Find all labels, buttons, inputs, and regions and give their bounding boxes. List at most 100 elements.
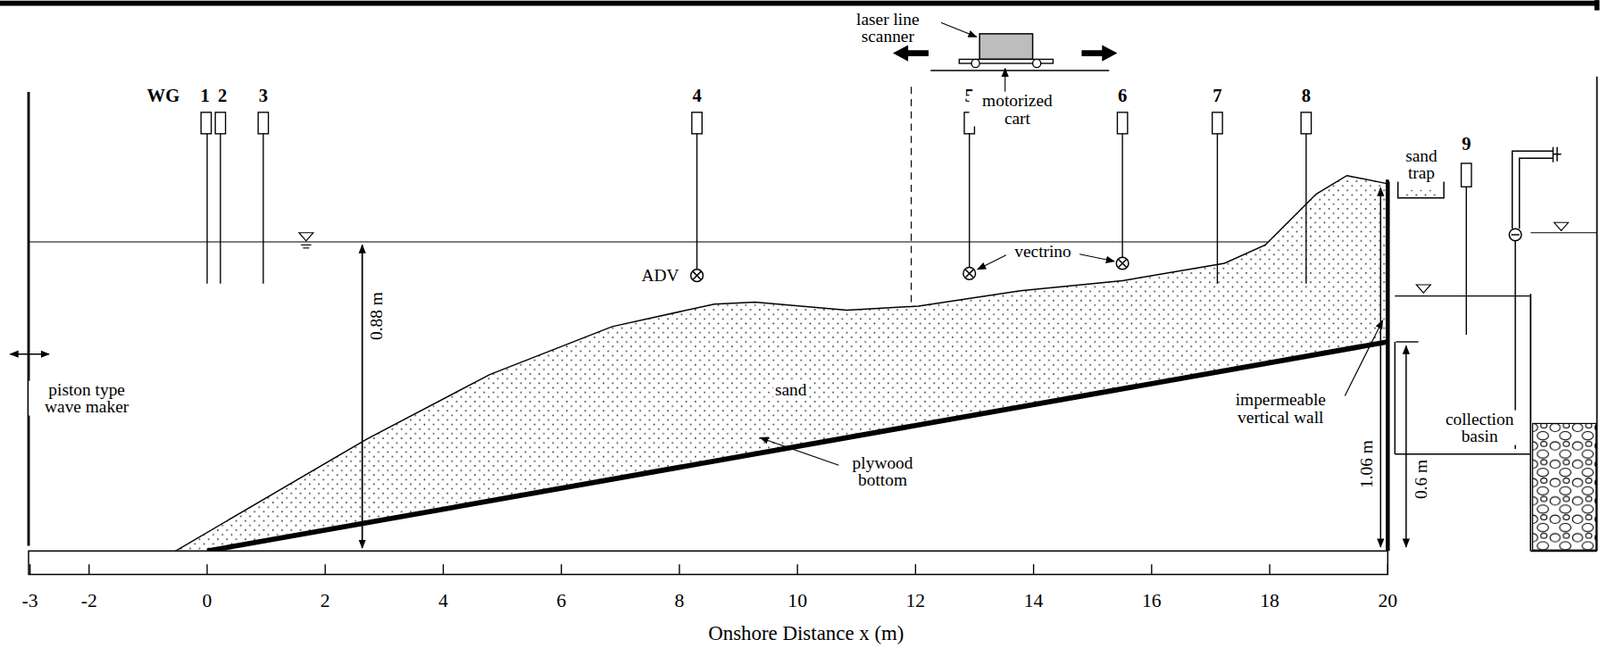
callout-number: 8: [1300, 86, 1313, 106]
dimension-label: 0.6 m: [1412, 458, 1430, 501]
gauge-rod: [968, 133, 970, 268]
axis-tick-label: 4: [436, 591, 450, 612]
callout-label: sand trap: [1389, 147, 1455, 183]
wave-gauge: [215, 112, 225, 134]
vectrino-sensor: [1116, 257, 1129, 270]
motion-arrow: [1081, 44, 1117, 61]
beach-profile: [175, 175, 1389, 552]
callout-label: motorized cart: [969, 91, 1066, 127]
water-level-symbol: [1554, 222, 1569, 231]
gauge-prefix: WG: [145, 86, 183, 106]
pipe-valve: [1552, 147, 1561, 163]
gauge-rod: [1305, 133, 1307, 284]
vectrino-sensor: [965, 269, 974, 278]
callout-label: impermeable vertical wall: [1217, 391, 1344, 426]
wave-gauge: [1300, 112, 1311, 134]
callout-number: 2: [216, 86, 229, 106]
axis-tick: [678, 564, 680, 575]
leader-line: [977, 255, 1007, 270]
axis-tick: [1268, 564, 1270, 575]
tank-wall: [1529, 293, 1532, 551]
callout-label: ADV: [639, 266, 681, 284]
wave-gauge: [691, 112, 702, 134]
water-level-symbol: [300, 244, 311, 246]
gauge-rod: [1216, 133, 1218, 284]
laser-scanner: [979, 33, 1033, 60]
axis-tick-label: 6: [554, 591, 568, 612]
axis-tick: [325, 564, 326, 575]
pump-symbol: [1508, 228, 1522, 242]
cart-wheel: [1033, 58, 1042, 67]
dimension-label: 0.88 m: [367, 290, 385, 342]
sand-body: [175, 175, 1389, 552]
scan-boundary: [910, 86, 912, 307]
callout-number: 1: [199, 86, 212, 106]
callout-number: 7: [1210, 86, 1224, 106]
adv-sensor: [691, 269, 704, 283]
axis-tick: [1033, 564, 1034, 575]
callout-number: 4: [690, 86, 703, 106]
callout-label: vectrino: [1012, 243, 1074, 261]
wave-paddle: [27, 91, 31, 547]
axis-tick-label: -3: [20, 591, 41, 612]
water-level-symbol: [299, 233, 314, 242]
axis-tick-label: 14: [1022, 591, 1046, 612]
dimension-label: 1.06 m: [1358, 438, 1376, 491]
pump-symbol: [1511, 233, 1520, 235]
axis-tick: [915, 564, 917, 575]
axis-tick-label: 16: [1140, 591, 1164, 612]
basin-outline: [1394, 453, 1531, 455]
gauge-rod: [1121, 133, 1123, 258]
axis-tick: [442, 564, 444, 575]
depth-dimension: [361, 244, 364, 548]
axis-tick: [29, 564, 31, 575]
motion-arrow: [892, 44, 929, 61]
wave-gauge: [1212, 112, 1223, 134]
callout-number: 6: [1116, 86, 1129, 106]
callout-number: 3: [257, 86, 270, 106]
axis-tick: [1150, 564, 1152, 575]
gauge-rod: [696, 133, 698, 270]
vectrino-sensor: [1118, 258, 1127, 267]
axis-title: Onshore Distance x (m): [706, 623, 906, 644]
leader-line: [1344, 320, 1383, 397]
axis-tick: [560, 564, 562, 575]
axis-tick-label: -2: [79, 591, 100, 612]
plywood-bottom: [207, 341, 1388, 551]
tank-water-line: [1530, 232, 1597, 234]
wave-gauge: [1116, 112, 1127, 134]
gravel-filter: [1533, 423, 1597, 550]
wave-gauges: [200, 112, 1472, 335]
axis-tick-label: 20: [1375, 591, 1400, 612]
axis-tick: [88, 564, 90, 575]
leader-line: [941, 22, 977, 37]
basin-outline: [1394, 341, 1396, 455]
axis-tick-label: 10: [785, 591, 809, 612]
gauge-rod: [206, 133, 208, 284]
callout-label: piston type wave maker: [28, 380, 145, 416]
sand-trap: [1398, 179, 1444, 199]
frame-line: [0, 0, 1599, 7]
water-level-symbol: [1416, 284, 1431, 293]
trapped-sand: [1404, 190, 1439, 197]
adv-sensor: [692, 271, 701, 280]
wave-gauge: [258, 112, 268, 134]
axis-tick-label: 12: [904, 591, 928, 612]
axis-tick: [1387, 564, 1389, 575]
callout-label: laser line scanner: [834, 9, 941, 45]
wave-gauge: [200, 112, 211, 134]
vectrino-sensor: [963, 267, 976, 281]
material-label: sand: [773, 381, 809, 399]
flume-floor: [28, 550, 1388, 575]
cart-rail: [930, 69, 1109, 71]
frame-line: [1594, 0, 1600, 10]
axis-tick-label: 2: [318, 591, 333, 612]
leader-line: [1079, 254, 1115, 262]
axis-tick: [796, 564, 798, 575]
wall-height-dimension: [1380, 187, 1382, 547]
dimension-tick: [1395, 341, 1418, 342]
axis-tick: [206, 564, 208, 575]
